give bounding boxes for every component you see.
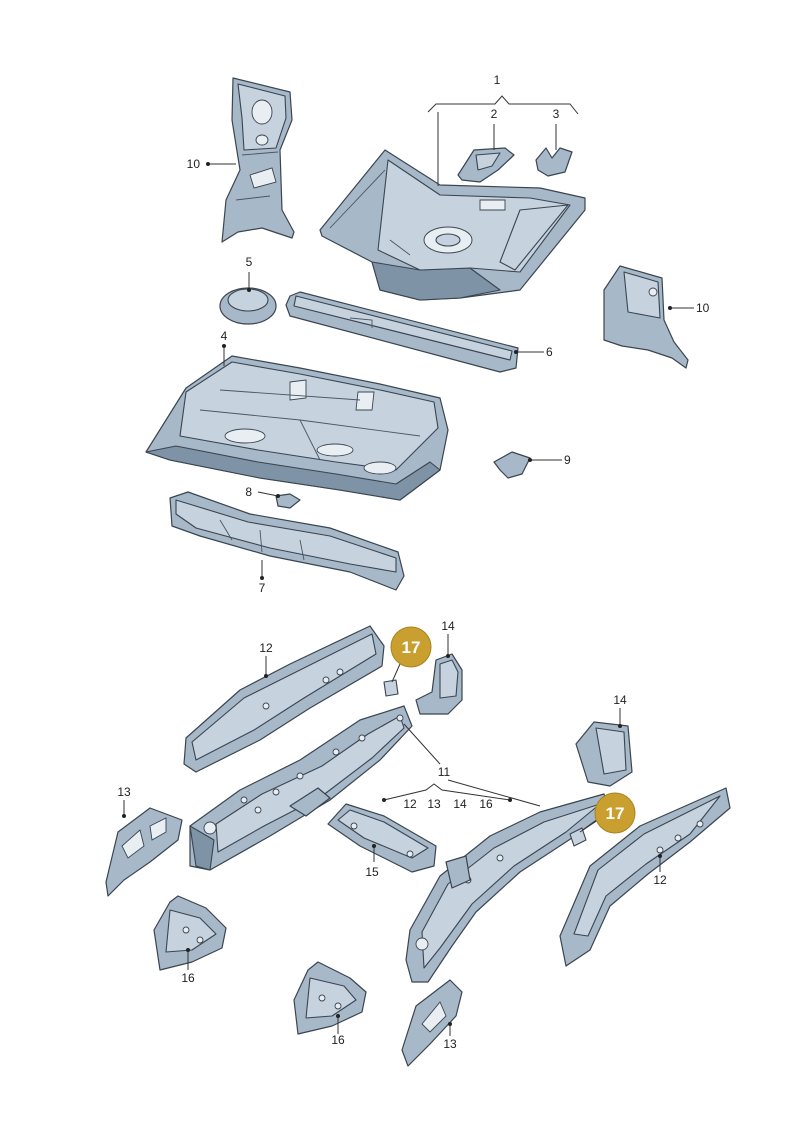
part-1-rear-floor-tub[interactable] <box>319 149 586 301</box>
callout-11-sub-14[interactable]: 14 <box>453 797 467 811</box>
callout-11-sub-12[interactable]: 12 <box>403 797 417 811</box>
callout-12-upper[interactable]: 12 <box>259 641 273 655</box>
part-3-clip[interactable] <box>535 147 573 177</box>
badge-17-upper[interactable]: 17 <box>390 626 432 668</box>
callout-16-left[interactable]: 16 <box>181 971 195 985</box>
part-9-bracket[interactable] <box>493 451 531 479</box>
part-2-bracket[interactable] <box>457 147 515 183</box>
callout-15[interactable]: 15 <box>365 865 379 879</box>
part-6-cross-member[interactable] <box>285 291 519 373</box>
part-15-cross-member[interactable] <box>327 803 437 873</box>
badge-17-upper-text: 17 <box>402 638 421 657</box>
callout-1[interactable]: 1 <box>494 73 501 87</box>
leader-lines <box>122 95 694 1036</box>
callout-labels: 1 2 3 10 5 10 6 4 9 8 7 12 14 11 12 13 1… <box>117 73 709 1051</box>
part-12-right-member[interactable] <box>559 787 731 967</box>
callout-16-center[interactable]: 16 <box>331 1033 345 1047</box>
callout-2[interactable]: 2 <box>491 107 498 121</box>
callout-14-upper[interactable]: 14 <box>441 619 455 633</box>
part-4-floor-pan[interactable] <box>145 355 449 501</box>
part-13-bracket-bottom[interactable] <box>401 979 463 1067</box>
part-14-bracket-a[interactable] <box>415 653 463 715</box>
part-11-right-rail[interactable] <box>405 793 611 983</box>
part-7-cross-member[interactable] <box>169 491 405 591</box>
callout-13-bottom[interactable]: 13 <box>443 1037 457 1051</box>
callout-10-right[interactable]: 10 <box>696 301 710 315</box>
part-12-left-member[interactable] <box>183 625 385 773</box>
part-11-left-rail[interactable] <box>189 705 413 871</box>
callout-8[interactable]: 8 <box>245 485 252 499</box>
callout-3[interactable]: 3 <box>553 107 560 121</box>
part-17-plate-b[interactable] <box>569 819 599 847</box>
callout-10-left[interactable]: 10 <box>187 157 201 171</box>
badge-17-lower-text: 17 <box>606 804 625 823</box>
part-16-bracket-center[interactable] <box>293 961 367 1035</box>
part-5-cover-cap[interactable] <box>219 287 277 325</box>
part-17-plate-a[interactable] <box>383 663 401 697</box>
callout-11-sub-16[interactable]: 16 <box>479 797 493 811</box>
callout-12-right[interactable]: 12 <box>653 873 667 887</box>
callout-7[interactable]: 7 <box>259 581 266 595</box>
part-10-left-panel[interactable] <box>221 77 295 243</box>
part-16-bracket-left[interactable] <box>153 895 227 971</box>
callout-5[interactable]: 5 <box>246 255 253 269</box>
callout-11[interactable]: 11 <box>438 765 451 779</box>
callout-11-sub-13[interactable]: 13 <box>427 797 441 811</box>
callout-6[interactable]: 6 <box>546 345 553 359</box>
callout-4[interactable]: 4 <box>221 329 228 343</box>
part-8-clip[interactable] <box>275 493 301 509</box>
badge-17-lower[interactable]: 17 <box>594 792 636 834</box>
callout-14-right[interactable]: 14 <box>613 693 627 707</box>
part-10-right-panel[interactable] <box>603 265 689 369</box>
part-13-bracket-left[interactable] <box>105 807 183 897</box>
part-14-bracket-b[interactable] <box>575 721 633 787</box>
callout-9[interactable]: 9 <box>564 453 571 467</box>
callout-13-left[interactable]: 13 <box>117 785 131 799</box>
